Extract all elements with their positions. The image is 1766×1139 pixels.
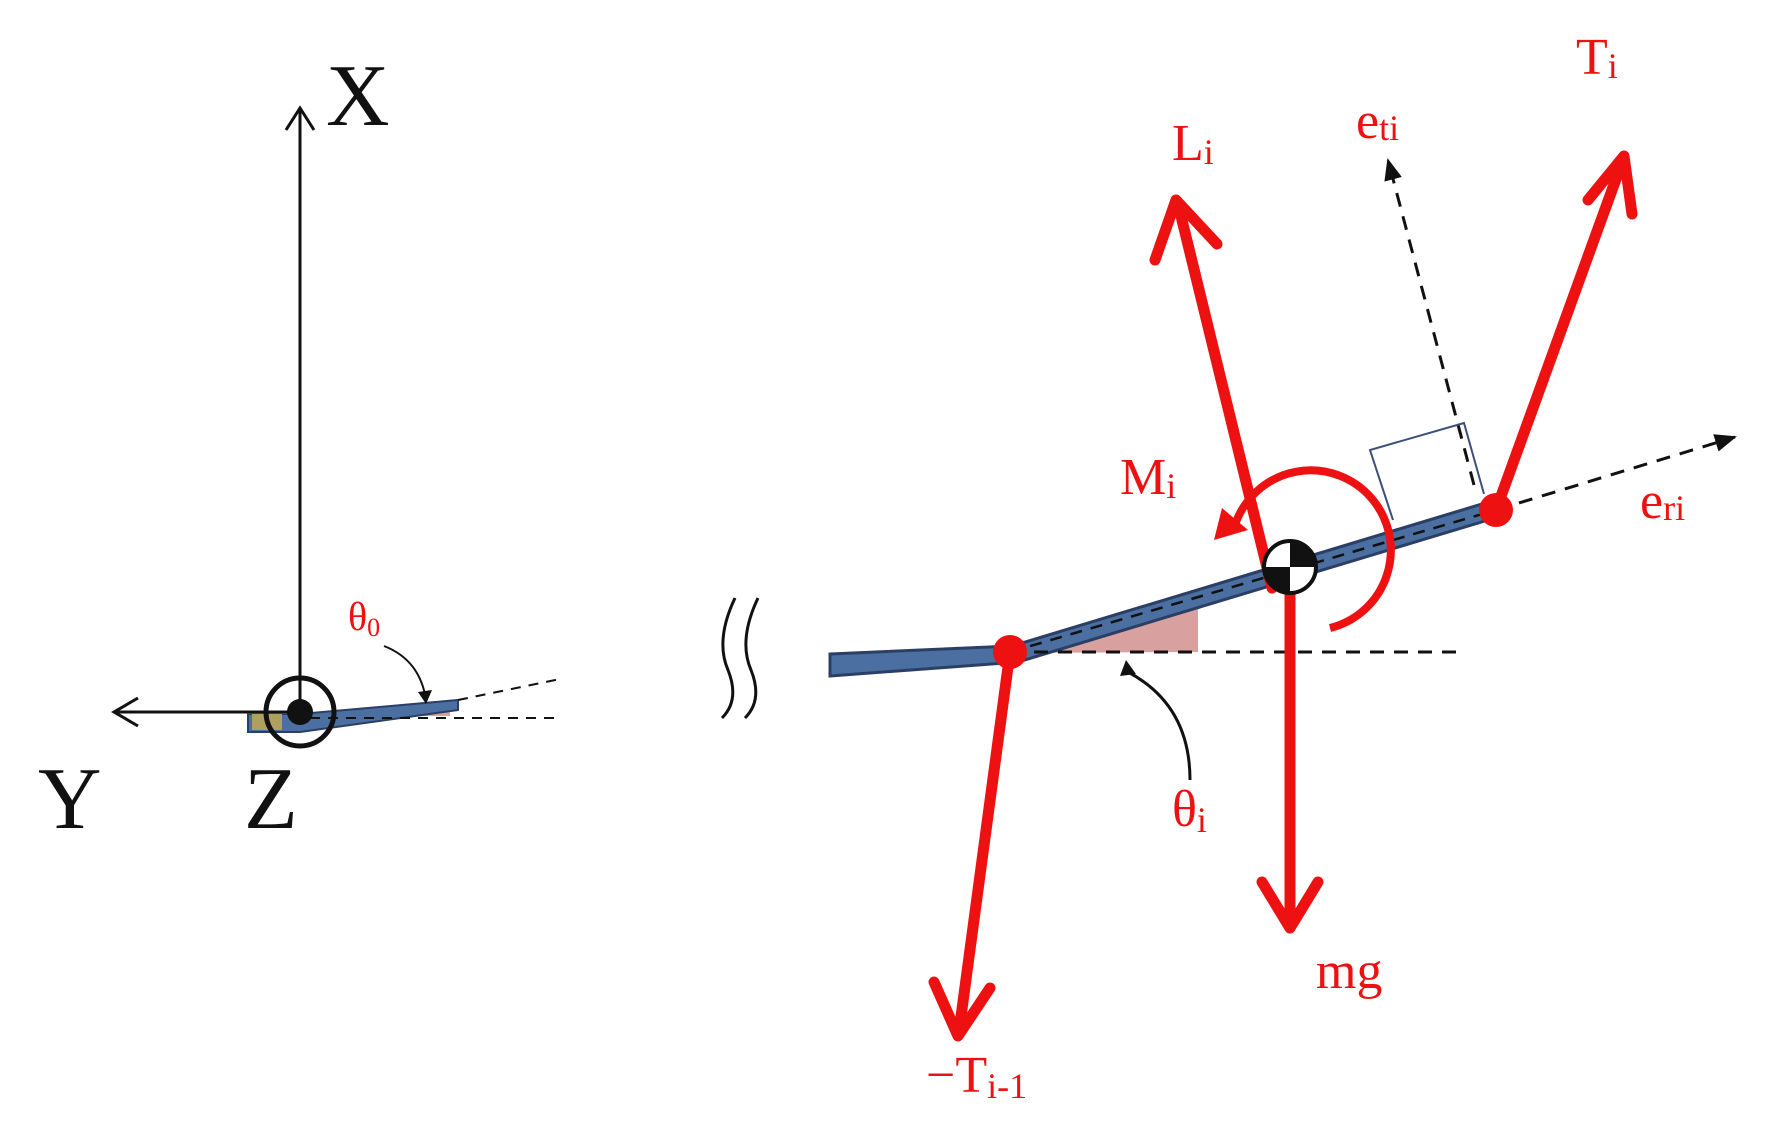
y-axis-label: Y <box>38 751 102 848</box>
theta0-label: θ0 <box>348 594 380 642</box>
y-axis-arrowhead <box>111 696 139 728</box>
tension-force-arrow <box>1490 162 1626 516</box>
z-axis-label: Z <box>244 751 298 848</box>
er-vector <box>1495 434 1737 512</box>
lift-force-label: Li <box>1172 115 1214 172</box>
small-reference-inclined <box>457 678 561 701</box>
beam-chord <box>1009 508 1497 654</box>
et-label: eti <box>1356 93 1399 150</box>
previous-tension-arrowhead <box>928 976 996 1042</box>
left-joint <box>993 635 1027 669</box>
previous-tension-arrow <box>954 646 1016 1030</box>
x-axis-arrowhead <box>284 105 316 131</box>
et-vector <box>1384 158 1476 486</box>
thetai-pointer-head <box>1120 660 1136 676</box>
gravity-force-label: mg <box>1316 943 1382 1000</box>
z-axis-symbol-ring <box>263 675 337 749</box>
theta0-pointer-head <box>418 690 432 704</box>
lift-force-arrowhead <box>1149 194 1223 266</box>
thetai-pointer <box>1127 670 1192 781</box>
right-joint <box>1479 493 1513 527</box>
moment-arc <box>1232 466 1395 632</box>
x-axis-label: X <box>326 48 390 145</box>
thetai-label: θi <box>1172 781 1207 840</box>
gravity-force-arrowhead <box>1256 876 1324 934</box>
tension-force-arrowhead <box>1582 150 1638 220</box>
beam-break-symbol <box>720 597 760 720</box>
tension-force-label: Ti <box>1576 29 1618 86</box>
lift-force-arrow <box>1174 206 1278 594</box>
coordinate-frame: X Y Z θ0 <box>38 48 561 848</box>
moment-arrowhead <box>1214 508 1248 540</box>
right-angle-marker <box>1368 421 1485 521</box>
center-of-gravity-icon <box>1262 539 1318 595</box>
forces: Li Ti −Ti-1 mg Mi <box>926 29 1638 1106</box>
beam-element: θi <box>828 158 1737 840</box>
er-label: eri <box>1640 473 1685 530</box>
z-axis-symbol-dot <box>287 699 313 725</box>
previous-tension-label: −Ti-1 <box>926 1047 1027 1106</box>
moment-label: Mi <box>1120 449 1176 506</box>
